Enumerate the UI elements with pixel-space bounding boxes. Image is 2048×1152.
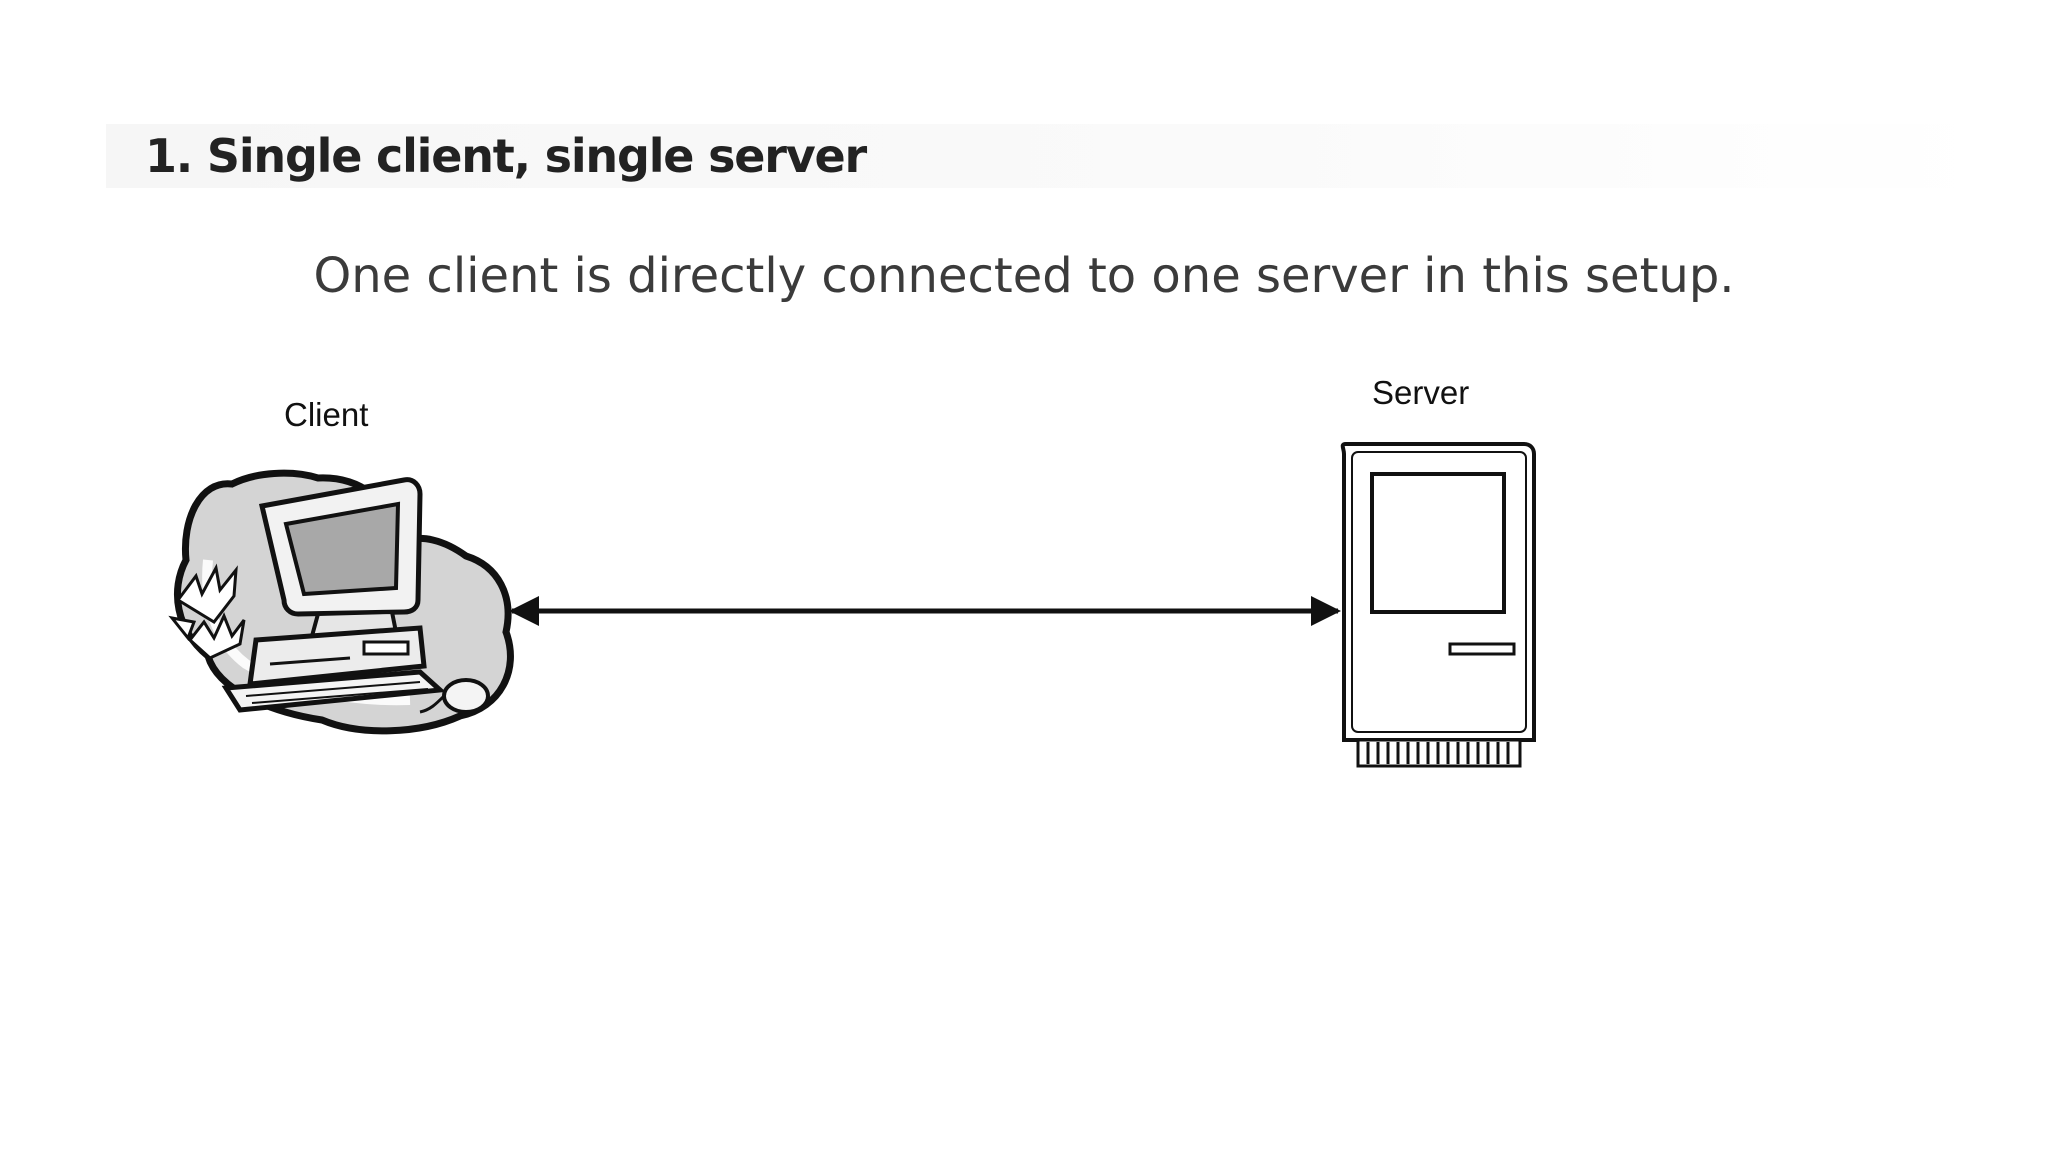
page-title: 1. Single client, single server [145,129,867,183]
server-screen [1370,472,1506,614]
description-text: One client is directly connected to one … [313,248,1735,304]
server-label: Server [1372,374,1470,411]
client-plant-icon [168,563,246,660]
client-label: Client [284,396,369,433]
server-vent-lines [1366,742,1510,764]
client-drive-slot [362,640,410,656]
server-drive-slot [1448,642,1516,656]
client-monitor-screen [283,501,401,597]
client-mouse [442,678,490,714]
title-bar [106,124,1996,188]
server-computer-icon [1340,442,1536,768]
server-case-inner-edge [1351,451,1527,733]
client-computer-icon [168,469,514,735]
